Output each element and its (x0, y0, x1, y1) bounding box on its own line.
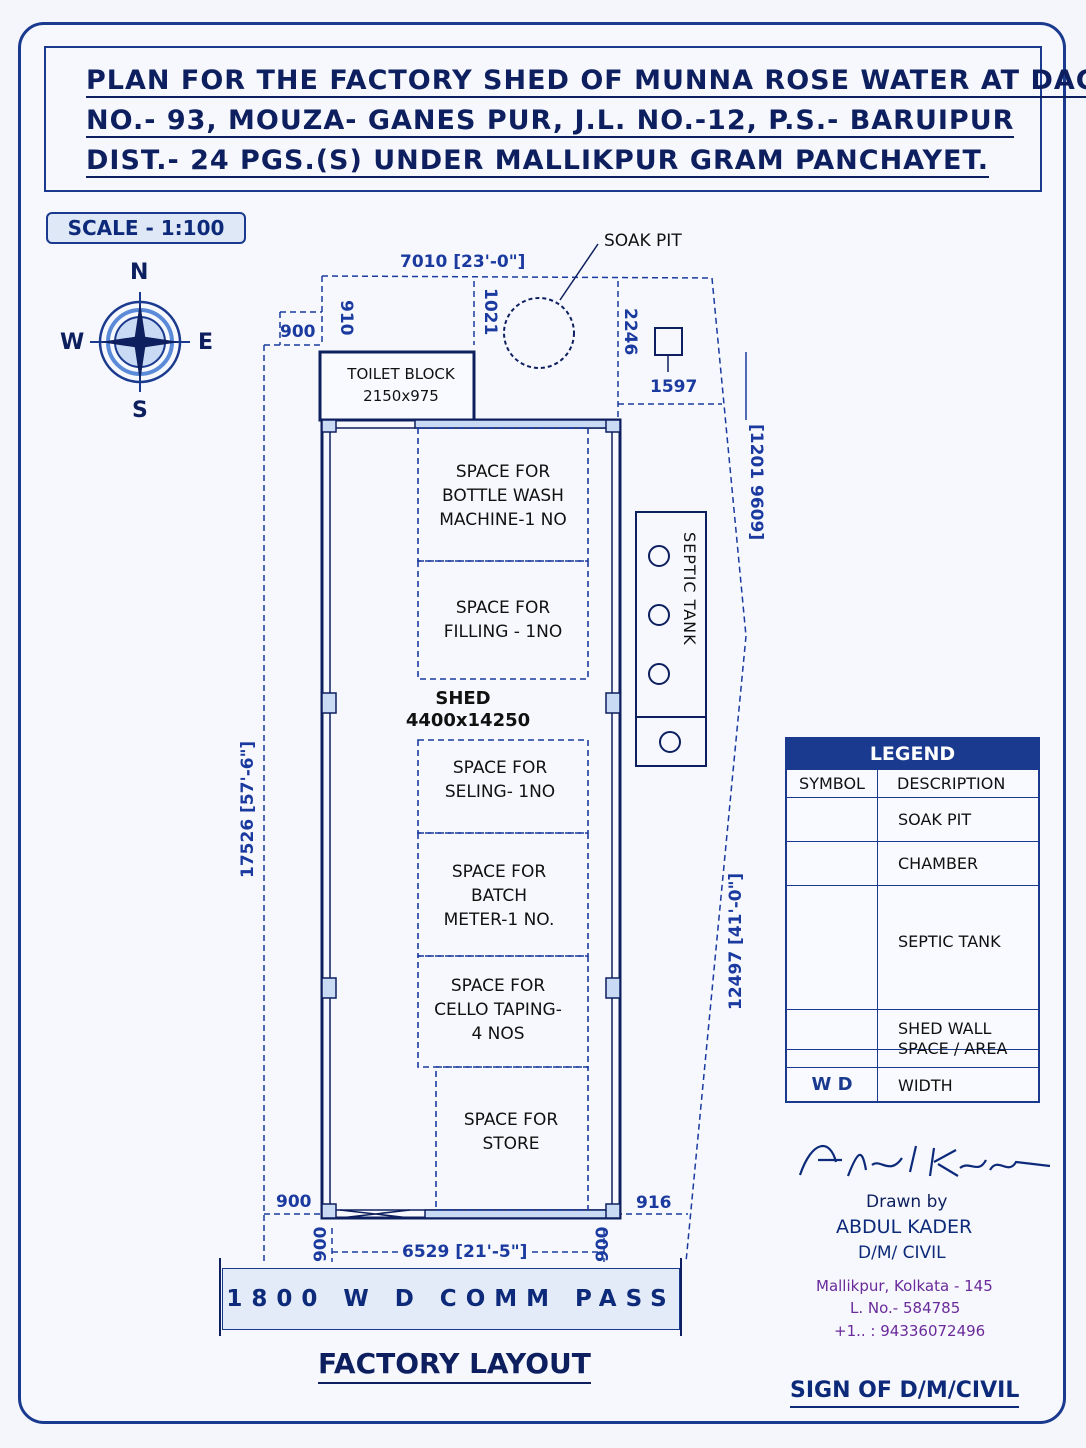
dim-right-upper: [1201 9609] (746, 424, 766, 541)
title-line-1: PLAN FOR THE FACTORY SHED OF MUNNA ROSE … (86, 66, 1086, 98)
legend-row: CHAMBER (787, 841, 1038, 886)
dim-top-width: 7010 [23'-0"] (400, 252, 526, 272)
septic-tank-label: SEPTIC TANK (680, 532, 699, 646)
drafter-address: Mallikpur, Kolkata - 145 (816, 1277, 993, 1295)
legend-wd-symbol: W D (787, 1068, 878, 1102)
toilet-block-label: TOILET BLOCK (347, 365, 455, 383)
toilet-block (318, 350, 476, 422)
shed-label: SHED (435, 688, 491, 709)
shed-size: 4400x14250 (405, 710, 531, 731)
scale-label: SCALE - 1:100 (46, 212, 246, 244)
compass-west: W (60, 330, 85, 355)
dim-900-top: 900 (280, 322, 316, 342)
comm-pass-road: 1800 W D COMM PASS (222, 1268, 680, 1330)
legend-row (787, 1049, 1038, 1068)
dim-900-bottom-left: 900 (276, 1192, 312, 1212)
legend-row: SEPTIC TANK (787, 885, 1038, 1010)
legend-desc-space: SPACE / AREA (898, 1039, 1008, 1058)
compass-north: N (130, 260, 149, 285)
soak-pit-label: SOAK PIT (604, 231, 682, 251)
drafter-designation: D/M/ CIVIL (858, 1243, 946, 1263)
legend-header-row: SYMBOL DESCRIPTION (787, 769, 1038, 798)
sign-label: SIGN OF D/M/CIVIL (790, 1376, 1020, 1408)
legend-title: LEGEND (787, 739, 1038, 769)
dim-900-bottom-v1: 900 (311, 1226, 331, 1263)
dim-right-lower: 12497 [41'-0"] (726, 872, 746, 1010)
signature-scribble (798, 1144, 1051, 1177)
compass-east: E (198, 330, 214, 355)
drawing-frame (18, 22, 1066, 1424)
dim-1597: 1597 (650, 377, 698, 397)
dim-bottom-width: 6529 [21'-5"] (398, 1242, 532, 1262)
dim-left-height: 17526 [57'-6"] (238, 740, 258, 878)
drawn-by-label: Drawn by (866, 1192, 948, 1212)
septic-tank-icon (635, 511, 707, 767)
shed-wall (320, 418, 622, 1220)
legend-desc-septic-tank: SEPTIC TANK (898, 932, 1001, 951)
title-line-2: NO.- 93, MOUZA- GANES PUR, J.L. NO.-12, … (86, 105, 1015, 138)
layout-title: FACTORY LAYOUT (318, 1346, 591, 1384)
legend-row: W D WIDTH (787, 1067, 1038, 1102)
legend-desc-shed-wall: SHED WALL (898, 1019, 992, 1038)
legend-col-description: DESCRIPTION (897, 774, 1006, 793)
dim-916: 916 (636, 1193, 672, 1213)
compass-south: S (132, 398, 148, 423)
legend-desc-chamber: CHAMBER (898, 854, 979, 873)
soak-pit-icon (503, 297, 575, 369)
title-block (44, 46, 1042, 192)
legend-table: LEGEND SYMBOL DESCRIPTION SOAK PIT CHAMB… (785, 737, 1040, 1103)
dim-910: 910 (336, 300, 356, 336)
drafter-name: ABDUL KADER (836, 1216, 973, 1238)
legend-row: SOAK PIT (787, 797, 1038, 842)
dim-1021: 1021 (480, 288, 500, 336)
title-line-3: DIST.- 24 PGS.(S) UNDER MALLIKPUR GRAM P… (86, 145, 990, 178)
chamber-icon (654, 327, 683, 356)
drafter-phone: +1.. : 94336072496 (834, 1322, 986, 1340)
dim-2246: 2246 (620, 308, 640, 356)
legend-row-space: SPACE / AREA (787, 1031, 1038, 1067)
legend-desc-soak-pit: SOAK PIT (898, 810, 972, 829)
compass-rose-icon (90, 292, 190, 392)
legend-row: SHED WALL (787, 1009, 1038, 1050)
legend-desc-width: WIDTH (898, 1076, 953, 1095)
toilet-block-size: 2150x975 (363, 387, 439, 405)
drafter-license: L. No.- 584785 (850, 1299, 961, 1317)
dim-900-bottom-v2: 900 (593, 1226, 613, 1263)
legend-col-symbol: SYMBOL (787, 770, 878, 798)
space-areas (417, 427, 589, 1211)
